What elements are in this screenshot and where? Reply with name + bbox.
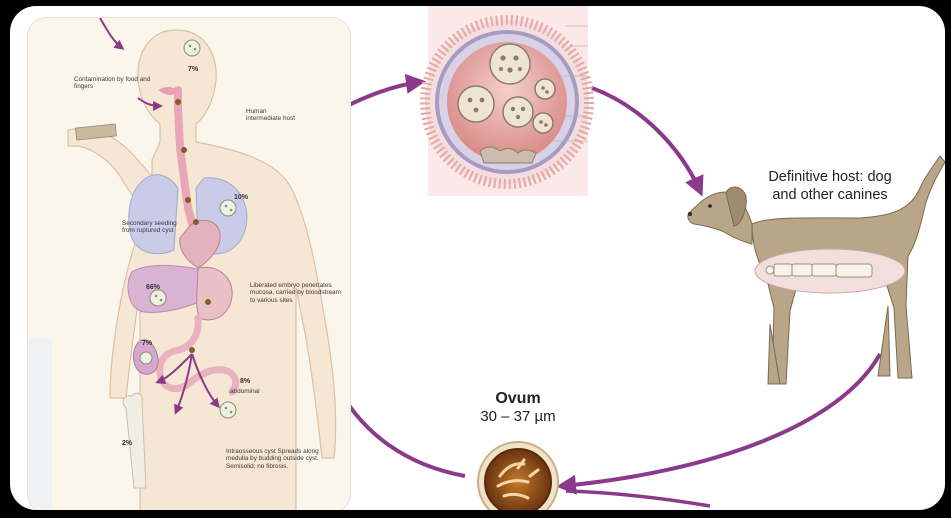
pct-bone: 2% — [122, 440, 132, 448]
tapeworm-in-intestine — [766, 264, 872, 277]
label-ovum-size: 30 – 37 µm — [456, 408, 580, 425]
label-secondary-seeding: Secondary seeding from ruptured cyst — [122, 220, 186, 235]
label-liberated-embryo: Liberated embryo penetrates mucosa, carr… — [250, 282, 342, 304]
arrow-cyst-to-dog — [592, 88, 700, 191]
arrow-ovum-to-human — [332, 376, 465, 476]
label-ovum: Ovum — [466, 390, 570, 408]
label-definitive-host: Definitive host: dog and other canines — [768, 168, 892, 204]
label-intermediate-host: Human intermediate host — [246, 108, 298, 123]
pct-head: 7% — [188, 66, 198, 74]
human-body-illustration — [28, 18, 350, 510]
human-intermediate-host-panel: Contamination by food and fingers Human … — [28, 18, 350, 510]
ovum-illustration — [478, 442, 558, 510]
label-intraosseous: Intraosseous cyst Spreads along medulla … — [226, 448, 336, 470]
pct-kidney: 7% — [142, 340, 152, 348]
pct-liver: 66% — [146, 284, 160, 292]
arrow-secondary-to-ovum — [566, 491, 710, 506]
hydatid-cyst-illustration — [425, 6, 589, 196]
diagram-canvas: Contamination by food and fingers Human … — [10, 6, 945, 510]
label-abdominal: abdominal — [230, 388, 260, 395]
arrow-dog-to-ovum — [562, 354, 880, 486]
pct-abdominal: 8% — [240, 378, 250, 386]
pct-lung: 10% — [234, 194, 248, 202]
label-contamination: Contamination by food and fingers — [74, 76, 156, 91]
